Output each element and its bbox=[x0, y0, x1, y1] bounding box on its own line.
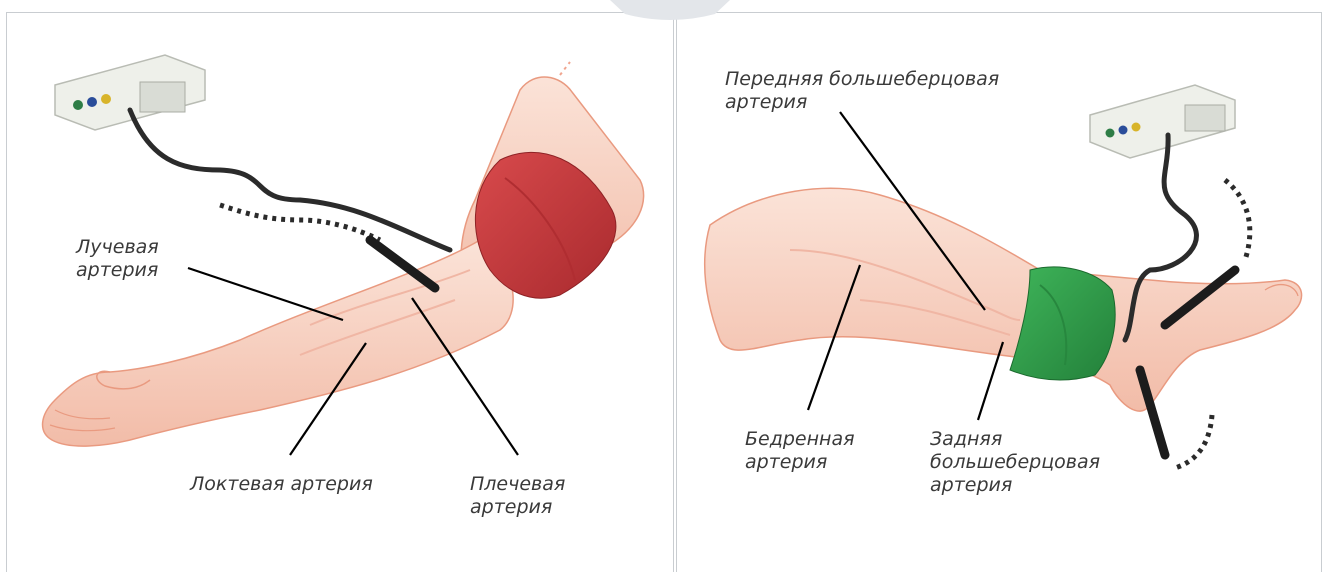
label-brachial-artery: Плечевая артерия bbox=[470, 473, 565, 519]
label-posterior-tibial-artery: Задняя большеберцовая артерия bbox=[930, 428, 1100, 497]
leg-illustration bbox=[705, 85, 1302, 468]
leader-radial bbox=[188, 268, 343, 320]
label-radial-artery: Лучевая артерия bbox=[76, 236, 159, 282]
label-femoral-artery: Бедренная артерия bbox=[745, 428, 855, 474]
doppler-device-right bbox=[1090, 85, 1235, 158]
doppler-device-left bbox=[55, 55, 205, 130]
label-ulnar-artery: Локтевая артерия bbox=[190, 473, 373, 496]
leg bbox=[705, 188, 1302, 411]
probe-cable-left bbox=[130, 110, 450, 250]
label-anterior-tibial-artery: Передняя большеберцовая артерия bbox=[725, 68, 999, 114]
